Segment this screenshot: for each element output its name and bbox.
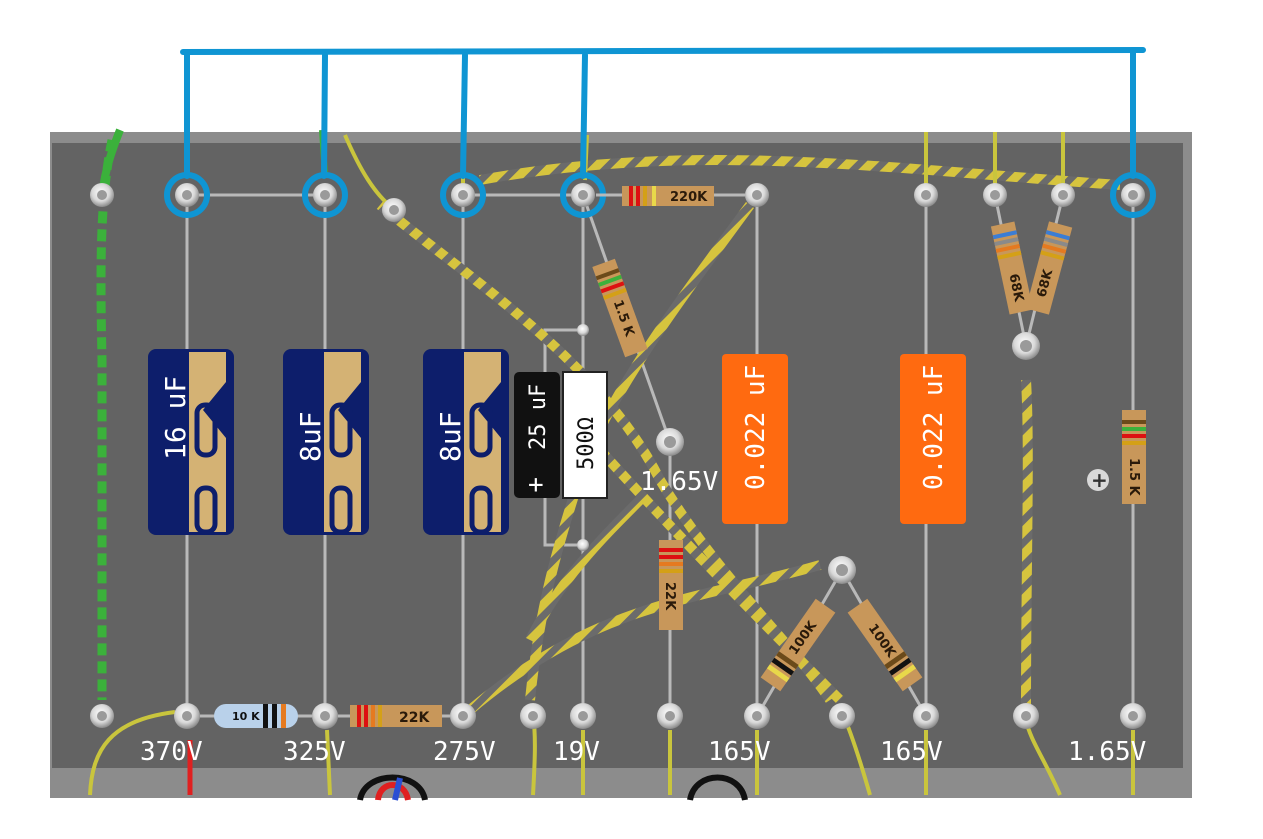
- resistor-value: 22K: [662, 582, 677, 611]
- eyelet: [174, 703, 200, 729]
- resistor-220k: 220K: [596, 186, 745, 206]
- eyelets: [90, 183, 1146, 729]
- resistor-value: 1.5 K: [1126, 458, 1141, 497]
- eyelet: [657, 703, 683, 729]
- can-capacitor-16uf: 16 uF: [148, 349, 234, 535]
- eyelet: [829, 703, 855, 729]
- capacitor-value: 0.022 uF: [741, 365, 771, 490]
- eyelet: [1012, 332, 1040, 360]
- eyelet: [450, 703, 476, 729]
- capacitor-value: 8uF: [434, 411, 467, 462]
- polarity-mark: +: [528, 470, 544, 500]
- resistor-value: 68K: [1005, 272, 1026, 304]
- eyelet: [577, 539, 589, 551]
- voltage-label-325: 325V: [283, 737, 346, 767]
- resistor-68k-left: 68K: [990, 221, 1034, 315]
- electrolytic-25uf: 25 uF +: [514, 372, 560, 500]
- film-capacitor-left: 0.022 uF: [722, 354, 788, 524]
- ground-symbol: +: [1087, 468, 1109, 492]
- resistor-value: 500Ω: [574, 417, 599, 470]
- eyelet: [745, 183, 769, 207]
- resistor-68k-right: 68K: [1025, 221, 1073, 315]
- eyelet: [90, 704, 114, 728]
- voltage-label-370: 370V: [140, 737, 203, 767]
- can-capacitor-8uf-b: 8uF: [423, 349, 509, 535]
- capacitor-value: 25 uF: [526, 384, 551, 450]
- eyelet: [656, 428, 684, 456]
- eyelet: [520, 703, 546, 729]
- voltage-label-275: 275V: [433, 737, 496, 767]
- resistor-value: 68K: [1034, 267, 1056, 299]
- resistor-value: 220K: [670, 190, 708, 205]
- eyelet: [828, 556, 856, 584]
- eyelet: [570, 703, 596, 729]
- ground-mark: +: [1091, 468, 1108, 492]
- blue-bus-wire: [180, 47, 1146, 179]
- eyelet: [913, 703, 939, 729]
- resistor-22k-vertical: 22K: [659, 540, 683, 630]
- eyelet: [914, 183, 938, 207]
- voltage-label-19: 19V: [553, 737, 600, 767]
- bottom-connectors: [357, 774, 748, 801]
- eyelet: [1013, 703, 1039, 729]
- resistor-10k: 10 K: [200, 704, 312, 728]
- resistor-22k-bottom: 22K: [338, 705, 450, 727]
- eyelet: [744, 703, 770, 729]
- eyelet: [1051, 183, 1075, 207]
- eyelet: [175, 183, 199, 207]
- voltage-label-165a: 165V: [708, 737, 771, 767]
- eyelet: [1121, 183, 1145, 207]
- voltage-label-1-65-right: 1.65V: [1068, 737, 1146, 767]
- capacitor-value: 8uF: [294, 411, 327, 462]
- eyelet: [571, 183, 595, 207]
- resistor-1-5k-right: 1.5 K: [1122, 410, 1146, 504]
- eyelet: [577, 324, 589, 336]
- can-capacitor-8uf-a: 8uF: [283, 349, 369, 535]
- voltage-label-165b: 165V: [880, 737, 943, 767]
- voltage-label-1-65-mid: 1.65V: [640, 467, 718, 497]
- capacitor-value: 0.022 uF: [919, 365, 949, 490]
- eyelet: [451, 183, 475, 207]
- eyelet: [382, 198, 406, 222]
- eyelet: [983, 183, 1007, 207]
- eyelet: [1120, 703, 1146, 729]
- voltage-labels: 370V 325V 275V 19V 165V 165V 1.65V 1.65V: [140, 467, 1146, 767]
- eyelet: [313, 183, 337, 207]
- resistor-500-ohm: 500Ω: [562, 371, 608, 499]
- resistor-value: 22K: [399, 710, 430, 726]
- capacitor-value: 16 uF: [159, 376, 192, 460]
- film-capacitor-right: 0.022 uF: [900, 354, 966, 524]
- resistor-value: 10 K: [232, 710, 260, 723]
- eyelet: [90, 183, 114, 207]
- eyelet: [312, 703, 338, 729]
